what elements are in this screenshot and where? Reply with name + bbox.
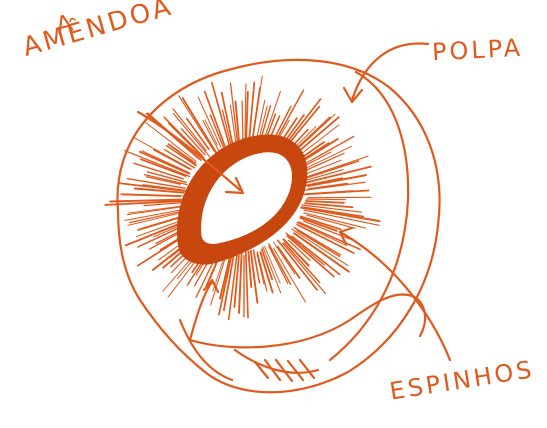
spine-line bbox=[239, 254, 242, 313]
base-shading bbox=[255, 360, 314, 381]
spine-line bbox=[306, 201, 344, 203]
rind-contour bbox=[330, 72, 408, 360]
spine-line bbox=[129, 206, 183, 213]
espinhos-arrow-branch bbox=[190, 282, 212, 340]
spine-line bbox=[205, 120, 217, 145]
spine-line bbox=[306, 199, 345, 200]
pulp-fold bbox=[180, 320, 232, 380]
spine-line bbox=[304, 191, 369, 195]
spine-line bbox=[246, 92, 248, 142]
spine-line bbox=[246, 252, 248, 317]
spine-line bbox=[251, 251, 258, 303]
polpa-label: POLPA bbox=[431, 36, 523, 65]
